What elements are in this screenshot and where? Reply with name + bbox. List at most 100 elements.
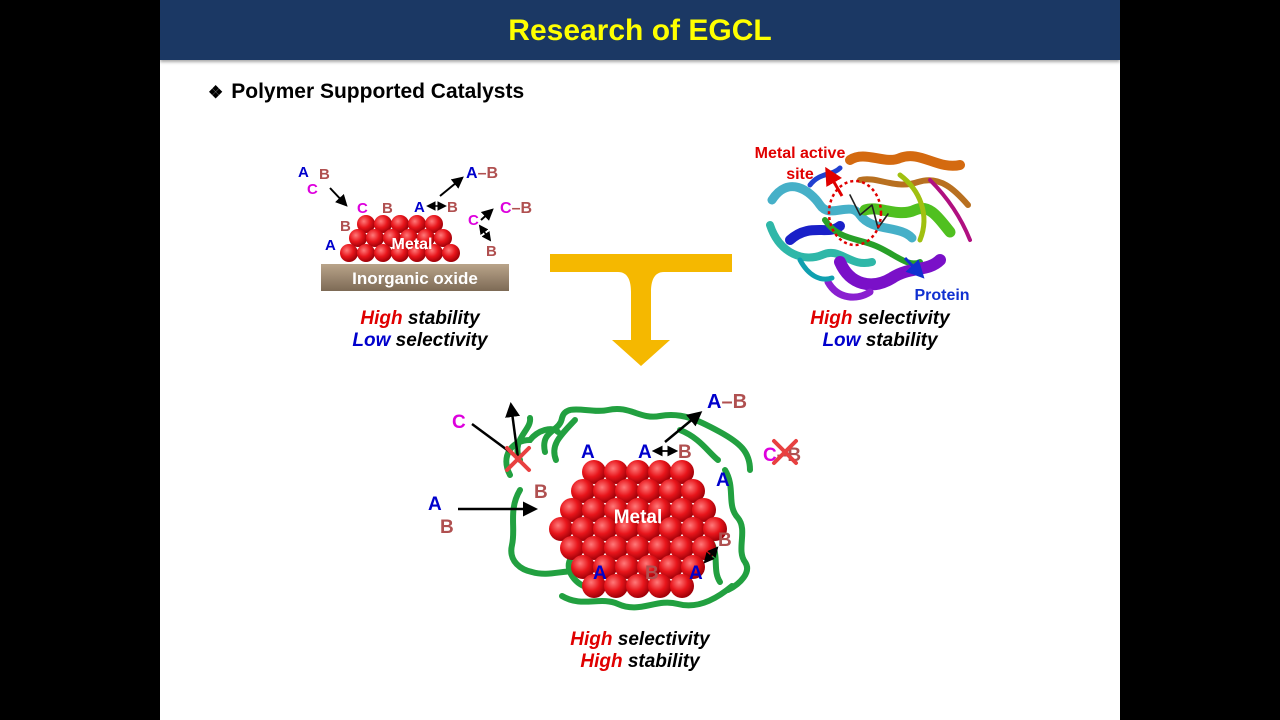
- species-b: B: [534, 482, 548, 503]
- species-b: B: [340, 218, 351, 235]
- metal-atom: [582, 460, 606, 484]
- metal-atom: [637, 555, 661, 579]
- product-ab: A–B: [466, 165, 498, 182]
- arrow-outgoing: [664, 411, 703, 443]
- metal-atom: [593, 479, 617, 503]
- metal-atom: [357, 215, 375, 233]
- metal-atom: [391, 244, 409, 262]
- metal-atom: [703, 517, 727, 541]
- cross-icon: [505, 446, 531, 472]
- cross-icon: [772, 439, 798, 465]
- species-b: B: [440, 517, 454, 538]
- species-a: A: [689, 563, 703, 584]
- metal-atom: [340, 244, 358, 262]
- metal-atom: [374, 215, 392, 233]
- metal-atom: [571, 555, 595, 579]
- metal-atom: [659, 555, 683, 579]
- metal-atom: [648, 498, 672, 522]
- product-ab: A–B: [707, 391, 747, 413]
- metal-atom: [626, 460, 650, 484]
- metal-atom: [604, 460, 628, 484]
- metal-atom: [560, 536, 584, 560]
- species-b: B: [645, 563, 659, 584]
- metal-atom: [582, 536, 606, 560]
- exchange-arrow: [478, 224, 492, 242]
- metal-atom: [670, 536, 694, 560]
- metal-atom: [637, 479, 661, 503]
- metal-atom: [374, 244, 392, 262]
- metal-atom: [434, 229, 452, 247]
- active-site-arrow: [825, 166, 844, 197]
- species-a: A: [325, 237, 336, 254]
- title-bar: Research of EGCL: [160, 0, 1120, 60]
- species-a: A: [414, 199, 425, 216]
- arrow-outgoing: [480, 208, 494, 221]
- metal-atom: [615, 479, 639, 503]
- protein-ribbon-structure: [766, 151, 972, 301]
- metal-atom: [692, 498, 716, 522]
- metal-atom: [615, 517, 639, 541]
- species-a: A: [298, 164, 309, 181]
- species-a: A: [716, 470, 730, 491]
- metal-atom: [670, 574, 694, 598]
- bottom-panel: Metal C A B A A B A–B C–B B A B A: [428, 391, 801, 611]
- metal-atom: [425, 244, 443, 262]
- metal-atom: [593, 555, 617, 579]
- right-caption: High selectivity Low stability: [810, 308, 950, 351]
- metal-atom: [425, 215, 443, 233]
- metal-atom: [659, 479, 683, 503]
- metal-atom: [604, 498, 628, 522]
- species-b: B: [678, 442, 692, 463]
- metal-atom: [400, 229, 418, 247]
- left-panel: Inorganic oxide Metal A B C C B A B A–B …: [298, 164, 532, 291]
- metal-atom: [408, 244, 426, 262]
- bottom-metal-label: Metal: [614, 507, 663, 528]
- metal-atom: [670, 460, 694, 484]
- metal-atom: [648, 574, 672, 598]
- bottom-caption: High selectivity High stability: [570, 629, 710, 672]
- species-c: C: [307, 181, 318, 198]
- protein-arrow: [903, 256, 925, 279]
- metal-atom: [357, 244, 375, 262]
- species-b: B: [319, 166, 330, 183]
- metal-atom: [604, 574, 628, 598]
- species-b: B: [486, 243, 497, 260]
- metal-atom: [670, 498, 694, 522]
- metal-atom: [593, 517, 617, 541]
- exchange-arrow: [703, 546, 719, 564]
- metal-atom: [417, 229, 435, 247]
- arrow-outgoing: [439, 176, 464, 197]
- arrow-incoming: [329, 187, 348, 207]
- metal-atom: [626, 574, 650, 598]
- metal-atom: [681, 479, 705, 503]
- bullet-item: ❖ Polymer Supported Catalysts: [208, 80, 524, 104]
- metal-atom: [659, 517, 683, 541]
- metal-atom: [615, 555, 639, 579]
- metal-atom: [648, 536, 672, 560]
- metal-atom: [408, 215, 426, 233]
- species-a: A: [593, 563, 607, 584]
- species-a: A: [638, 442, 652, 463]
- right-panel: Metal active site Protein: [755, 145, 972, 304]
- metal-atom: [648, 460, 672, 484]
- diamond-bullet-icon: ❖: [208, 83, 224, 102]
- metal-atom: [681, 555, 705, 579]
- species-a: A: [581, 442, 595, 463]
- metal-atom: [366, 229, 384, 247]
- bounce-arrow: [505, 402, 521, 459]
- left-caption: High stability Low selectivity: [352, 308, 488, 351]
- left-metal-label: Metal: [392, 236, 433, 253]
- active-site-label: site: [786, 166, 814, 183]
- active-site-label: Metal active: [755, 145, 846, 162]
- slide: Research of EGCL ❖ Polymer Supported Cata…: [160, 0, 1120, 720]
- metal-atom: [604, 536, 628, 560]
- species-a: A: [428, 494, 442, 515]
- metal-atom: [626, 498, 650, 522]
- product-cb: C–B: [500, 200, 532, 217]
- metal-atom: [582, 498, 606, 522]
- slide-title: Research of EGCL: [508, 14, 772, 47]
- metal-atom: [560, 498, 584, 522]
- bullet-text: Polymer Supported Catalysts: [231, 80, 525, 103]
- metal-atom: [571, 479, 595, 503]
- metal-atom: [571, 517, 595, 541]
